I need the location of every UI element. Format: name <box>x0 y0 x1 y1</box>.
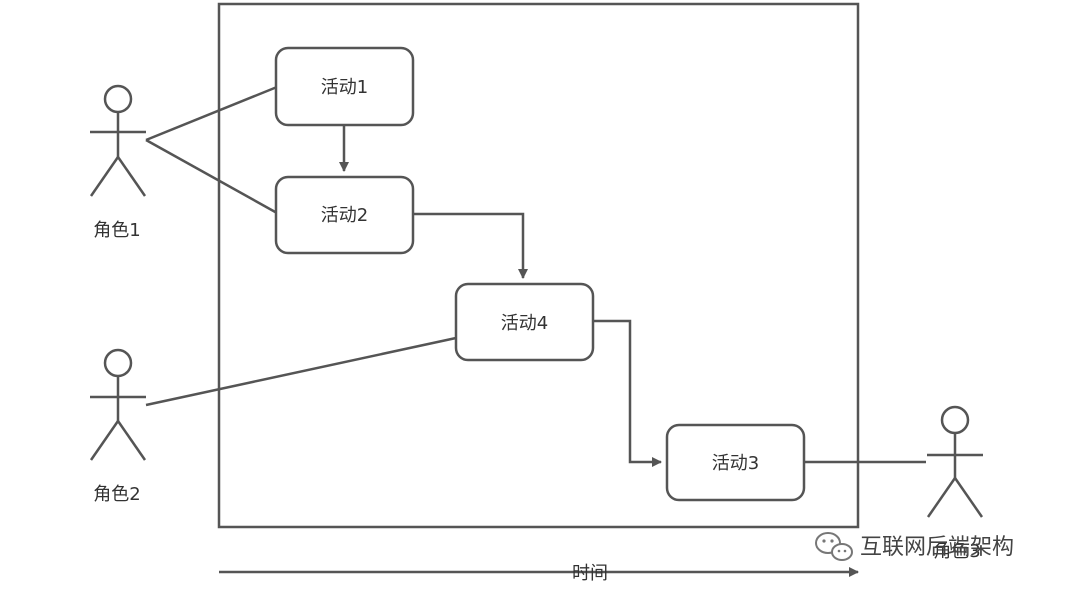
activity-1-label: 活动1 <box>321 77 368 98</box>
activity-4: 活动4 <box>454 282 595 362</box>
actor-1: 角色1 <box>89 84 147 241</box>
actor-2: 角色2 <box>89 348 147 505</box>
actor-3: 角色3 <box>926 405 984 562</box>
actor-1-label: 角色1 <box>93 220 140 241</box>
activity-3: 活动3 <box>665 423 806 502</box>
association-actor1-activity1 <box>145 85 278 142</box>
system-boundary <box>217 2 860 529</box>
flow-activity2-to-activity4 <box>412 212 528 279</box>
activity-2-label: 活动2 <box>321 205 368 226</box>
watermark-text: 互联网后端架构 <box>860 535 1014 560</box>
watermark: 互联网后端架构 <box>815 532 1014 561</box>
actor-1-head-icon <box>103 84 133 114</box>
time-axis: 时间 <box>219 563 859 584</box>
actor-2-label: 角色2 <box>93 484 140 505</box>
actor-3-label: 角色3 <box>933 541 980 562</box>
association-actor1-activity2 <box>145 138 278 215</box>
association-actor2-activity4 <box>145 336 457 407</box>
wechat-icon <box>815 532 853 561</box>
actor-2-head-icon <box>103 348 133 378</box>
activity-2: 活动2 <box>274 175 415 255</box>
activity-3-label: 活动3 <box>712 453 759 474</box>
time-axis-label: 时间 <box>572 563 608 584</box>
actor-3-head-icon <box>940 405 970 435</box>
flow-activity4-to-activity3 <box>593 319 662 467</box>
activity-4-label: 活动4 <box>501 313 548 334</box>
activity-1: 活动1 <box>274 46 415 127</box>
